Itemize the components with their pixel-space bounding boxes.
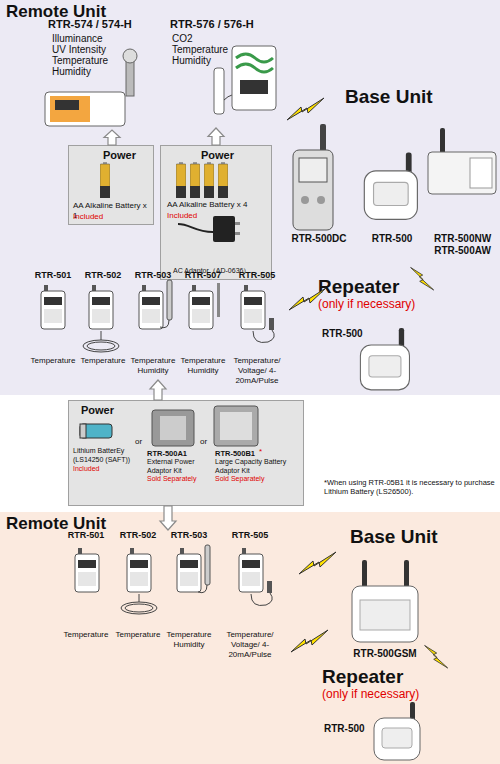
measurement-caption: Temperature/ Voltage/ 4-20mA/Pulse	[228, 356, 286, 386]
repeater-unit: RTR-500	[320, 705, 425, 763]
model-name: RTR-574 / 574-H	[48, 18, 158, 31]
device-unit: RTR-574 / 574-HIlluminance UV Intensity …	[40, 18, 150, 130]
model-name: RTR-500B1	[215, 449, 255, 458]
power-heading: Power	[81, 404, 114, 417]
measurement-caption: Temperature	[62, 630, 110, 640]
model-name: RTR-501	[28, 270, 78, 281]
measurement-caption: Temperature Humidity	[178, 356, 228, 376]
remote-logger: RTR-507Temperature Humidity	[178, 270, 228, 388]
remote-logger: RTR-502Temperature	[112, 530, 164, 645]
measurement-caption: Temperature	[112, 630, 164, 640]
power-text: Lithium BatterEy (LS14250 (SAFT))	[73, 447, 135, 464]
section-band: Remote UnitRTR-501TemperatureRTR-502Temp…	[0, 512, 500, 764]
measurement-caption: Temperature/ Voltage/ 4-20mA/Pulse	[220, 630, 280, 660]
base-unit: RTR-500DC	[280, 125, 358, 247]
model-name: RTR-502	[112, 530, 164, 541]
remote-logger: RTR-501Temperature	[62, 530, 110, 645]
remote-logger: RTR-503Temperature Humidity	[128, 270, 178, 380]
power-text: or	[200, 437, 207, 447]
remote-logger: RTR-501Temperature	[28, 270, 78, 388]
power-text: External Power Adaptor Kit	[147, 458, 207, 475]
measurement-caption: Temperature Humidity	[128, 356, 178, 376]
measurement-caption: Temperature	[28, 356, 78, 366]
model-name: RTR-500	[362, 233, 422, 245]
group-heading: Repeater	[322, 666, 403, 688]
model-name: RTR-500DC	[280, 233, 358, 245]
model-name: RTR-500GSM	[335, 648, 435, 660]
power-text: or	[135, 437, 142, 447]
measurement-caption: Temperature	[78, 356, 128, 366]
remote-logger: RTR-505Temperature/ Voltage/ 4-20mA/Puls…	[228, 270, 286, 388]
repeater-unit: RTR-500	[318, 318, 418, 393]
group-heading: Base Unit	[350, 526, 438, 548]
power-text: Large Capacity Battery Adaptor Kit	[215, 458, 295, 475]
power-text: Included	[167, 211, 267, 221]
model-name: RTR-503	[164, 530, 214, 541]
model-name: RTR-576 / 576-H	[170, 18, 280, 31]
device-unit: RTR-576 / 576-HCO2 Temperature Humidity	[160, 18, 276, 128]
model-name: RTR-500A1	[147, 449, 187, 458]
footnote: *When using RTR-05B1 it is necessary to …	[324, 478, 500, 496]
model-name: RTR-501	[62, 530, 110, 541]
power-box: PowerLithium BatterEy (LS14250 (SAFT))In…	[68, 400, 304, 506]
remote-logger: RTR-505Temperature/ Voltage/ 4-20mA/Puls…	[220, 530, 280, 645]
model-name: RTR-500	[322, 328, 363, 340]
section-band: Remote UnitRTR-574 / 574-HIlluminance UV…	[0, 0, 500, 395]
power-text: Sold Separately	[147, 475, 217, 484]
model-name: RTR-505	[228, 270, 286, 281]
power-text: *	[259, 447, 262, 457]
base-unit: RTR-500GSM	[335, 560, 435, 660]
model-name: RTR-502	[78, 270, 128, 281]
power-text: AA Alkaline Battery x 4	[167, 200, 267, 210]
model-name: RTR-503	[128, 270, 178, 281]
power-text: Included	[73, 212, 153, 222]
condition-note: (only if necessary)	[318, 297, 415, 311]
power-text: Sold Separately	[215, 475, 295, 484]
model-name: RTR-500NW RTR-500AW	[425, 233, 500, 257]
model-name: RTR-500	[324, 723, 365, 735]
group-heading: Base Unit	[345, 86, 433, 108]
power-box: PowerAA Alkaline Battery x 4IncludedAC A…	[160, 145, 272, 280]
remote-logger: RTR-503Temperature Humidity	[164, 530, 214, 645]
power-text: Included	[73, 465, 135, 474]
power-heading: Power	[103, 149, 136, 162]
base-unit: RTR-500	[362, 125, 422, 247]
group-heading: Repeater	[318, 276, 399, 298]
remote-logger: RTR-502Temperature	[78, 270, 128, 388]
measurement-caption: Temperature Humidity	[164, 630, 214, 650]
model-name: RTR-507	[178, 270, 228, 281]
power-heading: Power	[201, 149, 234, 162]
power-box: PowerAA Alkaline Battery x 1Included	[68, 145, 154, 225]
measurement-list: CO2 Temperature Humidity	[172, 33, 234, 66]
condition-note: (only if necessary)	[322, 687, 419, 701]
model-name: RTR-505	[220, 530, 280, 541]
base-unit: RTR-500NW RTR-500AW	[425, 128, 500, 268]
measurement-list: Illuminance UV Intensity Temperature Hum…	[52, 33, 114, 77]
